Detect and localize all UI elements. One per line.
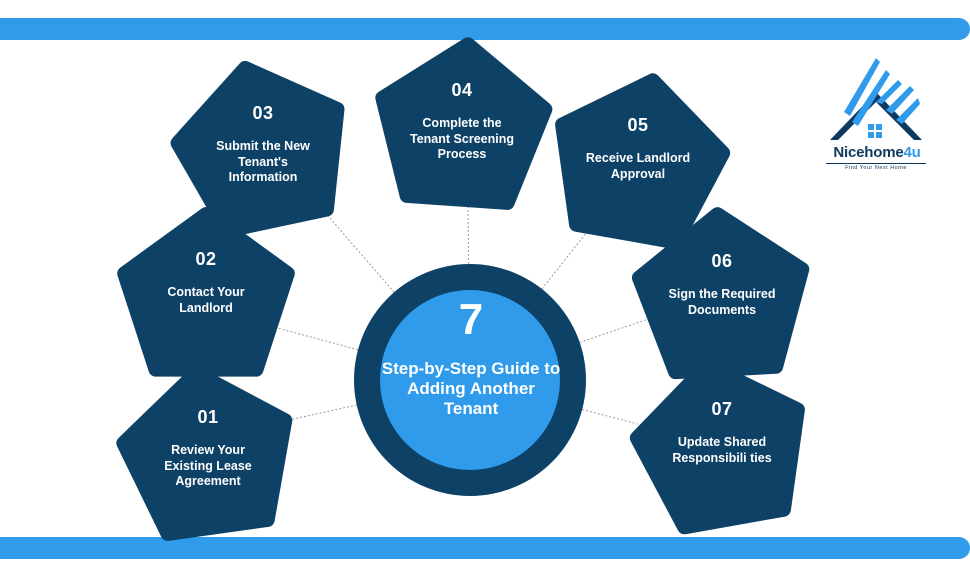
brand-tagline: Find Your Next Home xyxy=(826,163,926,171)
house-logo-icon xyxy=(830,58,922,140)
step-pentagon-1 xyxy=(116,365,293,541)
step-number: 02 xyxy=(195,249,217,269)
step-03: 03 Submit the New Tenant's Information xyxy=(178,103,348,186)
step-pentagon-7 xyxy=(629,358,805,535)
center-inner-disc xyxy=(380,290,560,470)
step-05: 05 Receive Landlord Approval xyxy=(553,115,723,182)
step-04: 04 Complete the Tenant Screening Process xyxy=(377,80,547,163)
brand-name: Nicehome4u xyxy=(822,144,932,161)
step-label: Sign the Required Documents xyxy=(668,287,776,317)
connector-line-1 xyxy=(261,379,471,427)
step-pentagon-3 xyxy=(170,60,345,238)
top-accent-band xyxy=(0,18,970,40)
step-07: 07 Update Shared Responsibili ties xyxy=(637,399,807,466)
step-number: 01 xyxy=(197,407,219,427)
center-number: 7 xyxy=(458,295,484,344)
step-label: Complete the Tenant Screening Process xyxy=(410,116,514,161)
step-pentagon-2 xyxy=(117,207,295,377)
step-06: 06 Sign the Required Documents xyxy=(637,251,807,318)
step-number: 06 xyxy=(711,251,733,271)
step-label: Contact Your Landlord xyxy=(167,285,245,315)
step-number: 04 xyxy=(451,80,473,100)
bottom-accent-band xyxy=(0,537,970,559)
step-label: Review Your Existing Lease Agreement xyxy=(164,443,252,488)
step-shapes xyxy=(116,37,810,541)
connector-line-2 xyxy=(269,325,471,381)
connector-line-5 xyxy=(469,217,599,381)
step-number: 05 xyxy=(627,115,649,135)
step-label: Update Shared Responsibili ties xyxy=(672,435,772,465)
step-number: 03 xyxy=(252,103,274,123)
step-label: Receive Landlord Approval xyxy=(585,151,691,181)
step-02: 02 Contact Your Landlord xyxy=(121,249,291,316)
step-label: Submit the New Tenant's Information xyxy=(216,139,310,184)
brand-name-accent: 4u xyxy=(903,144,921,161)
step-pentagon-4 xyxy=(375,37,553,210)
step-number: 07 xyxy=(711,399,733,419)
center-title: Step-by-Step Guide to Adding Another Ten… xyxy=(381,359,561,418)
brand-name-main: Nicehome xyxy=(833,144,904,161)
step-01: 01 Review Your Existing Lease Agreement xyxy=(123,407,293,490)
step-pentagon-5 xyxy=(555,73,731,250)
